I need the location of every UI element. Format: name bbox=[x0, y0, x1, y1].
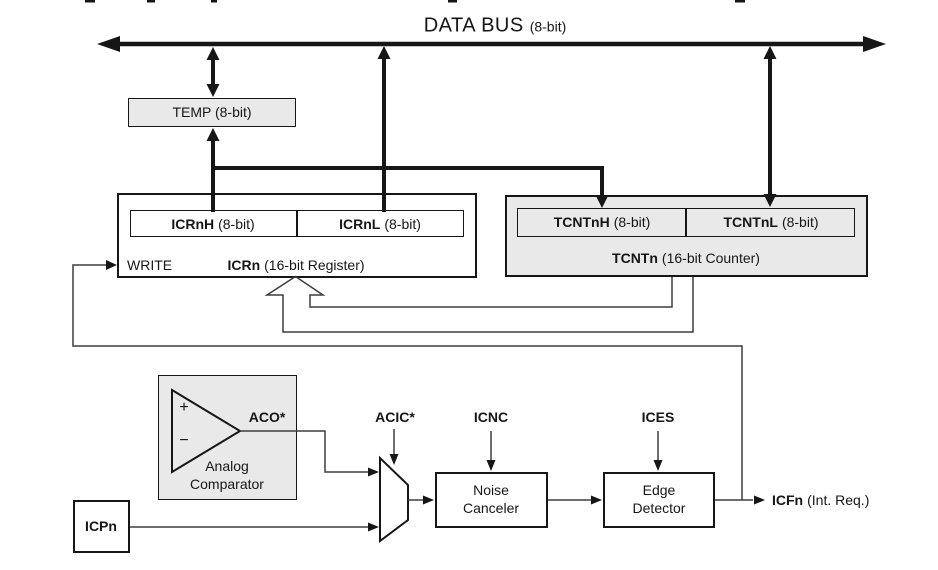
bus-arrow-right bbox=[863, 36, 886, 52]
icrn-caption: ICRn(16-bit Register) bbox=[227, 256, 365, 273]
noise-canceler-to-edge-detector-line bbox=[548, 495, 602, 505]
capture-transfer-pipe bbox=[264, 275, 694, 333]
aco-output-label: ACO* bbox=[248, 408, 286, 425]
analog-comparator-label: Analog Comparator bbox=[190, 458, 264, 492]
icfn-output-label: ICFn(Int. Req.) bbox=[772, 491, 870, 508]
comparator-minus-input: − bbox=[179, 431, 189, 449]
bus-tcntnl-connector bbox=[763, 46, 777, 207]
icpn-pin-label: ICPn bbox=[85, 517, 117, 534]
noise-canceler-label: Noise Canceler bbox=[462, 482, 520, 516]
data-bus-line bbox=[97, 36, 886, 52]
tcntnh-register-label: TCNTnH(8-bit) bbox=[553, 213, 651, 230]
acic-select-label: ACIC* bbox=[375, 408, 415, 425]
edge-detector-output-line bbox=[715, 495, 765, 505]
icrn-highlow-divider bbox=[296, 211, 298, 236]
temp-register-box bbox=[128, 98, 296, 127]
tcntn-caption: TCNTn(16-bit Counter) bbox=[612, 249, 760, 266]
ices-control-arrow bbox=[653, 431, 663, 471]
write-arrowhead bbox=[106, 260, 117, 270]
tcntnl-register-label: TCNTnL(8-bit) bbox=[723, 213, 819, 230]
icpn-signal-line bbox=[130, 522, 379, 532]
data-bus-title: DATA BUS(8-bit) bbox=[423, 14, 567, 37]
tcntn-highlow-divider bbox=[685, 209, 687, 236]
mux-output-line bbox=[408, 495, 434, 505]
icpn-pin-box bbox=[73, 500, 130, 553]
icnc-control-arrow bbox=[486, 431, 496, 471]
icnc-control-label: ICNC bbox=[473, 408, 509, 425]
icrnl-register-label: ICRnL(8-bit) bbox=[339, 215, 421, 232]
icrn-highlow-box bbox=[130, 210, 464, 237]
icrnh-register-label: ICRnH(8-bit) bbox=[171, 215, 255, 232]
bus-temp-connector bbox=[206, 47, 220, 97]
bus-arrow-left bbox=[97, 36, 120, 52]
mux-shape bbox=[379, 455, 409, 543]
ices-control-label: ICES bbox=[641, 408, 675, 425]
temp-register-label: TEMP (8-bit) bbox=[172, 103, 252, 120]
write-label: WRITE bbox=[127, 256, 173, 273]
tcntn-highlow-box bbox=[517, 208, 855, 237]
cropped-text-remnant bbox=[85, 0, 745, 3]
comparator-plus-input: + bbox=[179, 398, 189, 416]
icrnl-bus-connector bbox=[377, 46, 391, 212]
edge-detector-label: Edge Detector bbox=[632, 482, 686, 516]
acic-select-arrow bbox=[389, 429, 399, 465]
